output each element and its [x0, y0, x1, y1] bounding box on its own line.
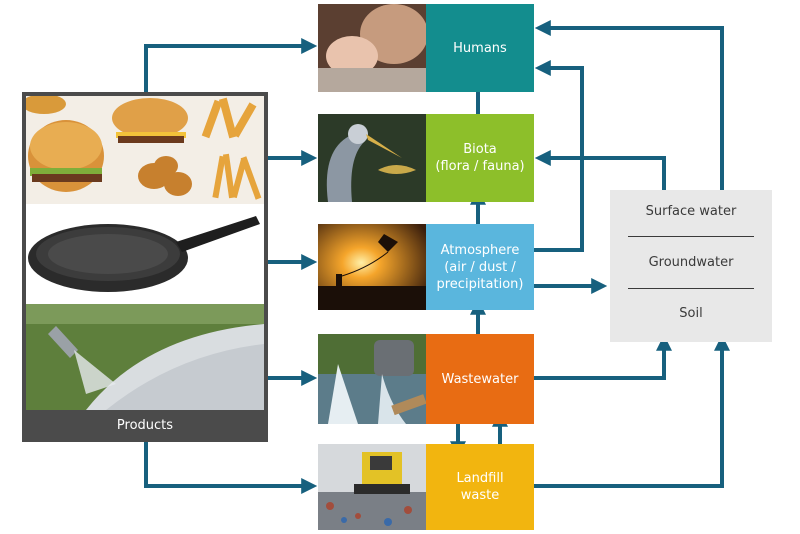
humans-box: Humans [426, 4, 534, 92]
wastewater-box: Wastewater [426, 334, 534, 424]
arrow-wastewater-to-environment [534, 334, 672, 380]
atmosphere-sublabel-2: precipitation) [436, 276, 524, 292]
atmosphere-box: Atmosphere (air / dust / precipitation) [426, 224, 534, 310]
food-photo [26, 96, 264, 204]
products-label: Products [116, 418, 174, 433]
arrow-products-to-landfill [144, 442, 318, 494]
humans-photo [318, 4, 426, 92]
divider-1 [628, 236, 754, 237]
wastewater-label: Wastewater [441, 371, 519, 387]
products-panel: Products [22, 92, 268, 442]
arrow-products-to-humans [144, 38, 318, 92]
biota-sublabel: (flora / fauna) [435, 159, 525, 174]
atmosphere-sublabel-1: (air / dust / [444, 259, 516, 275]
arrow-environment-to-biota [534, 150, 666, 190]
biota-label: Biota [463, 142, 497, 157]
divider-2 [628, 288, 754, 289]
biota-box: Biota (flora / fauna) [426, 114, 534, 202]
atmosphere-label: Atmosphere [440, 242, 520, 258]
environment-box: Surface water Groundwater Soil [610, 190, 772, 342]
wastewater-photo [318, 334, 426, 424]
spray-photo [26, 304, 264, 410]
humans-label: Humans [453, 40, 507, 56]
landfill-sublabel: waste [460, 488, 500, 503]
landfill-photo [318, 444, 426, 530]
arrow-environment-to-humans [534, 20, 724, 190]
landfill-box: Landfill waste [426, 444, 534, 530]
soil-label: Soil [679, 306, 703, 321]
atmosphere-photo [318, 224, 426, 310]
groundwater-label: Groundwater [648, 255, 734, 270]
arrow-landfill-to-environment [534, 334, 730, 488]
biota-photo [318, 114, 426, 202]
pan-photo [26, 204, 264, 304]
landfill-label: Landfill [456, 471, 504, 486]
surface-water-label: Surface water [645, 204, 737, 219]
